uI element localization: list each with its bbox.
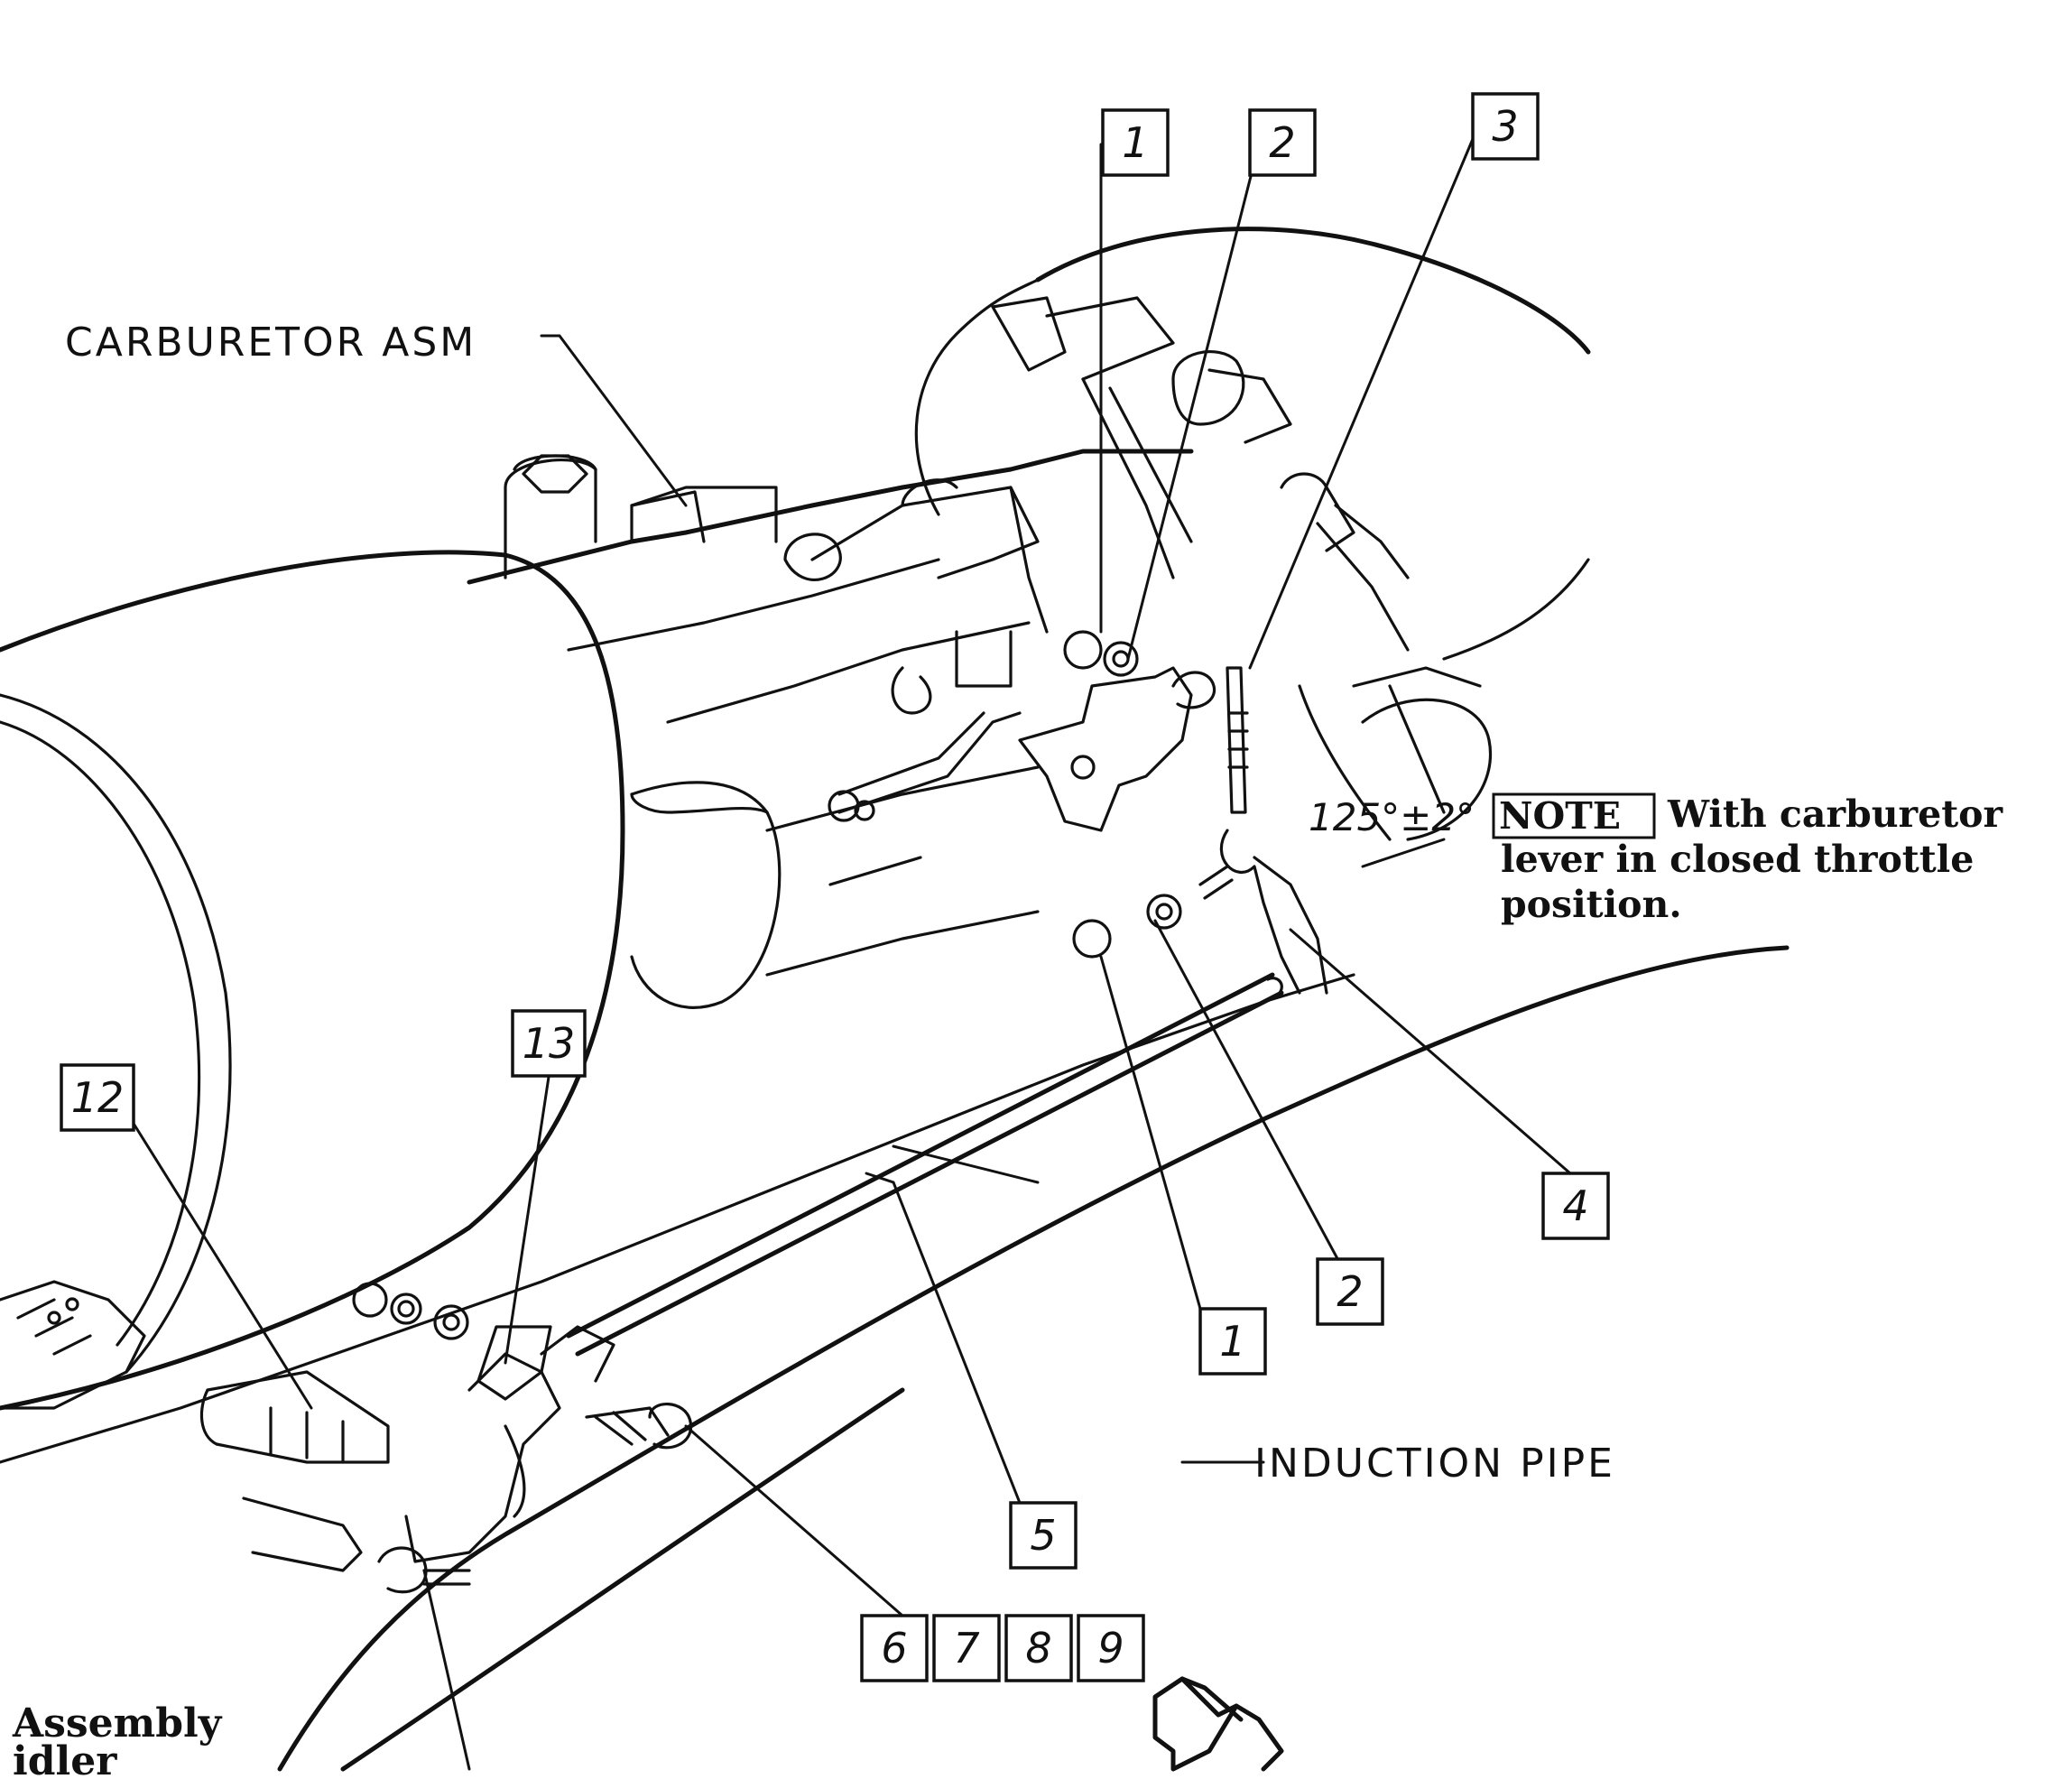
callout-8: 8 xyxy=(1004,1614,1073,1682)
callout-6: 6 xyxy=(860,1614,929,1682)
carburetor-lever-drawing xyxy=(828,630,1328,995)
caption-fragment-1: Assembly xyxy=(12,1700,223,1747)
callout-5-text: 5 xyxy=(1030,1511,1056,1560)
callout-6-text: 6 xyxy=(881,1624,907,1672)
callout-4-text: 4 xyxy=(1562,1181,1588,1230)
induction-pipe-drawing xyxy=(0,945,1790,1772)
callout-13-text: 13 xyxy=(523,1019,576,1068)
engine-cover-drawing xyxy=(914,227,1591,841)
angle-spec: 125°±2° xyxy=(1309,795,1475,839)
callout-3-top-text: 3 xyxy=(1492,102,1518,151)
callout-7: 7 xyxy=(932,1614,1001,1682)
callout-9-text: 9 xyxy=(1097,1624,1124,1672)
air-cleaner-drawing xyxy=(0,550,625,1411)
note-line-2: lever in closed throttle xyxy=(1501,838,1974,881)
throttle-rod-drawing xyxy=(566,972,1284,1357)
callout-13: 13 xyxy=(511,1009,587,1078)
callout-2-bottom: 2 xyxy=(1316,1257,1384,1326)
note-keyword: NOTE xyxy=(1499,794,1621,838)
induction-pipe-label: INDUCTION PIPE xyxy=(1254,1441,1615,1487)
direction-arrow xyxy=(1152,1676,1284,1772)
caption-fragment-2: idler xyxy=(13,1738,117,1779)
leader-lines xyxy=(129,120,1572,1771)
callout-9: 9 xyxy=(1077,1614,1145,1682)
callout-5: 5 xyxy=(1009,1501,1078,1570)
callout-1-top: 1 xyxy=(1101,108,1170,177)
callout-2-bottom-text: 2 xyxy=(1337,1267,1363,1316)
callout-2-top-text: 2 xyxy=(1269,118,1295,167)
callout-1-top-text: 1 xyxy=(1122,118,1148,167)
callout-2-top: 2 xyxy=(1248,108,1317,177)
callout-12: 12 xyxy=(60,1063,135,1132)
callout-1-bottom: 1 xyxy=(1198,1307,1267,1376)
note-line-3: position. xyxy=(1501,883,1682,926)
note-keyword-box xyxy=(1492,792,1656,839)
callout-7-text: 7 xyxy=(953,1624,979,1672)
carburetor-drawing xyxy=(467,449,1194,1009)
callout-1-bottom-text: 1 xyxy=(1219,1317,1245,1366)
callout-8-text: 8 xyxy=(1025,1624,1051,1672)
callout-3-top: 3 xyxy=(1471,92,1540,161)
lower-linkage-drawing xyxy=(0,1280,693,1594)
carburetor-label: CARBURETOR ASM xyxy=(65,320,476,366)
callout-4: 4 xyxy=(1541,1172,1610,1240)
note-line-1: With carburetor xyxy=(1667,792,2004,836)
callout-12-text: 12 xyxy=(71,1073,125,1122)
